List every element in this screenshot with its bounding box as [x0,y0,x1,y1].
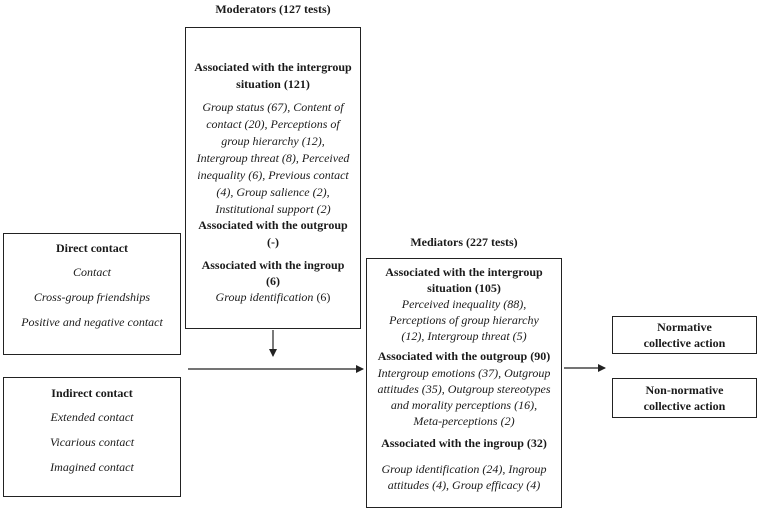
moderators-ingroup-item-label: Group identification [215,290,314,304]
moderators-ingroup-title: Associated with the ingroup [201,258,345,272]
indirect-contact-item: Imagined contact [50,460,134,474]
direct-contact-item: Cross-group friendships [33,290,151,304]
moderators-intergroup-line: inequality (6), Previous contact [197,168,349,182]
moderators-intergroup-line: Intergroup threat (8), Perceived [196,151,350,165]
mediators-outgroup-line: Intergroup emotions (37), Outgroup [377,366,551,380]
mediators-intergroup-line: (12), Intergroup threat (5) [401,329,527,343]
moderators-intergroup-title: Associated with the intergroup situation… [194,60,352,91]
indirect-contact-item: Extended contact [50,410,134,424]
direct-contact-item: Contact [73,265,111,279]
mediators-ingroup-line: Group identification (24), Ingroup [381,462,547,476]
mediators-outgroup-line: attitudes (35), Outgroup stereotypes [377,382,551,396]
indirect-contact-box: Indirect contact Extended contact Vicari… [3,377,181,497]
moderators-ingroup-value: (6) [266,274,280,288]
normative-action-box: Normative collective action [612,316,757,354]
mediators-outgroup-line: Meta-perceptions (2) [413,414,515,428]
mediators-intergroup-title: situation (105) [427,281,501,295]
mediators-intergroup-line: Perceived inequality (88), [401,297,527,311]
non-normative-action-label: collective action [643,399,726,413]
moderators-ingroup-item-count: (6) [313,290,331,304]
moderators-intergroup-line: Institutional support (2) [215,202,331,216]
moderators-intergroup-line: Group status (67), Content of [202,100,344,114]
indirect-contact-title: Indirect contact [51,386,133,400]
moderators-intergroup-line: (4), Group salience (2), [216,185,330,199]
moderators-intergroup-line: group hierarchy (12), [221,134,325,148]
moderators-outgroup-title: Associated with the outgroup [198,218,348,232]
direct-contact-item: Positive and negative contact [21,315,163,329]
moderators-box: Associated with the intergroup situation… [185,27,361,329]
moderators-intergroup-line: contact (20), Perceptions of [206,117,340,131]
indirect-contact-item: Vicarious contact [49,435,135,449]
non-normative-action-box: Non-normative collective action [612,378,757,418]
mediators-box: Associated with the intergroup situation… [366,258,562,508]
mediators-intergroup-line: Perceptions of group hierarchy [389,313,539,327]
non-normative-action-label: Non-normative [645,383,724,397]
mediators-ingroup-line: attitudes (4), Group efficacy (4) [387,478,541,492]
moderators-ingroup-item: Group identification (6) [186,289,360,306]
direct-contact-box: Direct contact Contact Cross-group frien… [3,233,181,355]
direct-contact-title: Direct contact [55,241,129,255]
mediators-outgroup-line: and morality perceptions (16), [390,398,538,412]
normative-action-label: Normative [657,320,712,334]
mediators-header: Mediators (227 tests) [410,235,518,249]
moderators-header: Moderators (127 tests) [215,2,331,16]
moderators-outgroup-value: (-) [267,235,279,249]
normative-action-label: collective action [643,336,726,350]
mediators-intergroup-title: Associated with the intergroup [385,265,543,279]
mediators-ingroup-title: Associated with the ingroup (32) [381,436,547,450]
mediators-outgroup-title: Associated with the outgroup (90) [377,349,551,363]
